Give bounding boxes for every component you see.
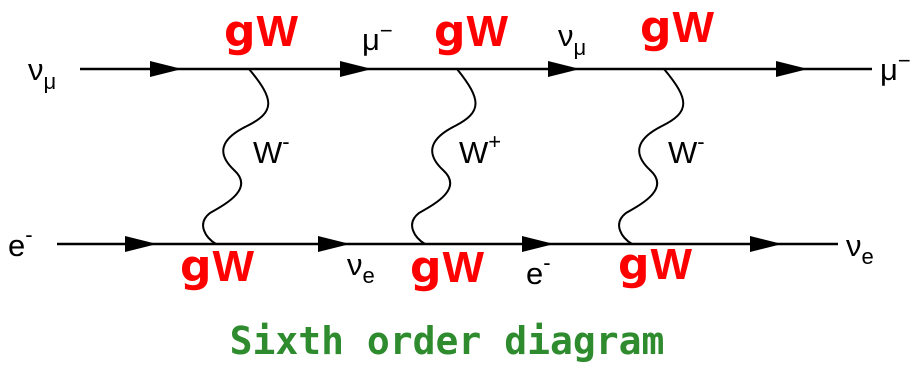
coupling-label: gW <box>640 2 715 53</box>
coupling-label: gW <box>410 242 485 293</box>
arrow-icon <box>340 61 372 77</box>
outgoing-muon-label: μ− <box>880 48 911 87</box>
coupling-label: gW <box>434 6 509 57</box>
w-minus-label-1: W- <box>253 129 290 170</box>
w-propagator-2 <box>411 68 477 245</box>
intermediate-muon-label: μ− <box>362 18 393 57</box>
coupling-label: gW <box>224 6 299 57</box>
diagram-title: Sixth order diagram <box>230 319 665 363</box>
w-minus-label-2: W- <box>668 129 705 170</box>
outgoing-nu-e-label: νe <box>846 228 874 269</box>
arrow-icon <box>318 236 350 252</box>
arrow-icon <box>522 236 554 252</box>
intermediate-nu-mu-label: νμ <box>558 18 586 60</box>
intermediate-electron-label: e- <box>526 250 551 291</box>
w-plus-label: W+ <box>459 129 501 170</box>
intermediate-nu-e-label: νe <box>347 247 375 288</box>
w-propagator-3 <box>618 68 685 245</box>
w-propagator-1 <box>202 68 270 245</box>
arrow-icon <box>548 61 580 77</box>
incoming-nu-mu-label: νμ <box>28 52 56 94</box>
arrow-icon <box>750 236 782 252</box>
arrow-icon <box>150 61 182 77</box>
arrow-icon <box>125 236 157 252</box>
incoming-electron-label: e- <box>8 222 33 263</box>
arrow-icon <box>776 61 808 77</box>
coupling-label: gW <box>180 241 255 292</box>
coupling-label: gW <box>618 239 693 290</box>
